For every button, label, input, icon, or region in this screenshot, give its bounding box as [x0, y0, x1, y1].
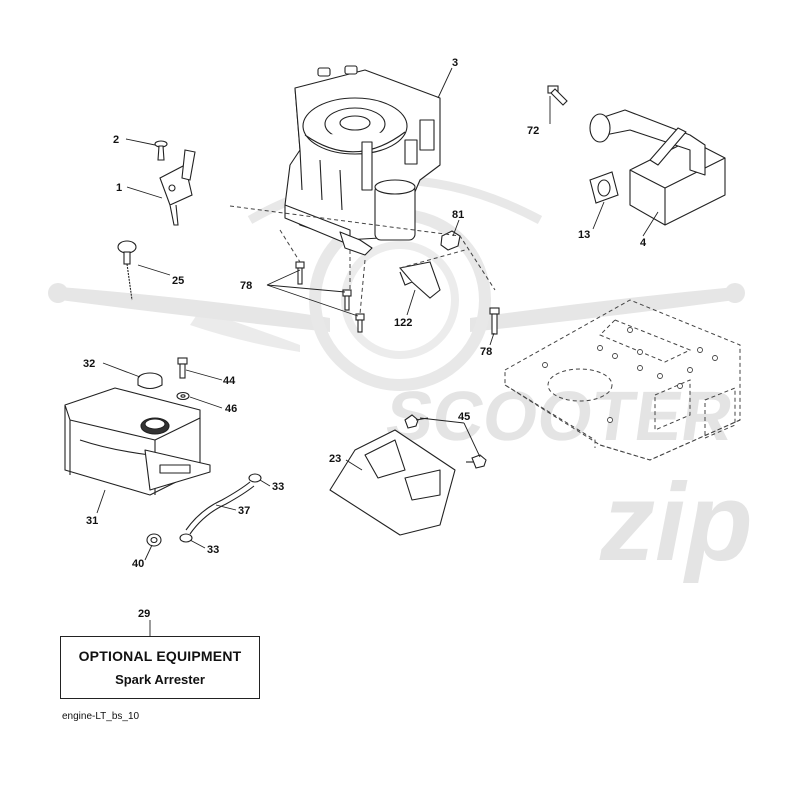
muffler: [589, 109, 726, 226]
callout-2: 2: [113, 134, 119, 146]
callout-33-bottom: 33: [207, 544, 219, 556]
callout-33-top: 33: [272, 481, 284, 493]
screw-44: [177, 357, 188, 379]
callout-40: 40: [132, 558, 144, 570]
heat-shield: [329, 429, 456, 536]
callout-31: 31: [86, 515, 98, 527]
callout-122: 122: [394, 317, 412, 329]
callout-32: 32: [83, 358, 95, 370]
optional-equipment-title: OPTIONAL EQUIPMENT: [78, 648, 242, 664]
callout-78-left: 78: [240, 280, 252, 292]
chassis-frame-outline: [229, 205, 741, 461]
watermark: SCOOTER zip: [48, 175, 753, 584]
callout-3: 3: [452, 57, 458, 69]
callout-13: 13: [578, 229, 590, 241]
callout-23: 23: [329, 453, 341, 465]
frame-holes: [542, 327, 718, 423]
callout-1: 1: [116, 182, 122, 194]
callout-29: 29: [138, 608, 150, 620]
washer-46: [176, 391, 190, 401]
bracket-122: [398, 261, 441, 299]
tank-bushing: [146, 533, 162, 547]
fuel-line: [185, 481, 255, 535]
leader-lines: [96, 67, 659, 636]
engine: [284, 65, 441, 256]
callout-25: 25: [172, 275, 184, 287]
callout-44: 44: [223, 375, 236, 387]
bolts-78: [295, 261, 500, 335]
choke-knob: [117, 240, 137, 301]
callout-45: 45: [458, 411, 470, 423]
watermark-word-scooter: SCOOTER: [381, 376, 738, 455]
callout-78-right: 78: [480, 346, 492, 358]
screws-45: [404, 414, 487, 469]
watermark-word-zip: zip: [599, 461, 753, 584]
callout-81: 81: [452, 209, 464, 221]
spark-arrester-label: Spark Arrester: [115, 672, 205, 687]
fuel-shutoff-valve: [159, 149, 196, 226]
fuel-tank: [64, 387, 211, 496]
callout-46: 46: [225, 403, 237, 415]
optional-equipment-box: OPTIONAL EQUIPMENT Spark Arrester: [60, 636, 260, 699]
fuel-cap: [137, 372, 163, 390]
exhaust-gasket: [589, 171, 619, 204]
figure-id: engine-LT_bs_10: [62, 711, 140, 722]
screw-2: [154, 140, 168, 161]
callout-72: 72: [527, 125, 539, 137]
callouts: 3 2 1 25 72 13 4 81 78 122 78 32 44 46 4…: [83, 57, 647, 620]
bolt-72: [547, 85, 568, 106]
callout-4: 4: [640, 237, 647, 249]
callout-37: 37: [238, 505, 250, 517]
hose-clamps: [179, 473, 262, 543]
